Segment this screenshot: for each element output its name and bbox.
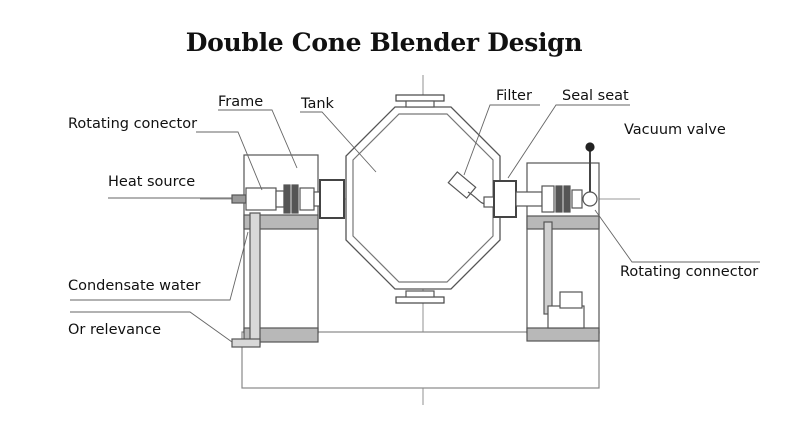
seal-seat	[493, 180, 517, 218]
heat-source-inlet	[231, 194, 247, 204]
tank-outer	[345, 106, 501, 290]
right-stand-motor	[547, 305, 585, 329]
diagram-title: Double Cone Blender Design	[185, 28, 583, 57]
leader-seal-seat	[507, 104, 630, 179]
left-stand-band-bottom	[243, 327, 319, 343]
label-condensate-water: Condensate water	[68, 278, 201, 294]
leader-rotating-conector	[196, 131, 263, 191]
right-stand-motor-top	[559, 291, 583, 309]
leader-tank	[300, 111, 377, 173]
right-stand-pipe	[543, 221, 553, 315]
label-or-relevance: Or relevance	[68, 322, 162, 338]
leader-filter	[463, 104, 540, 176]
right-stand-band-bottom	[526, 327, 600, 342]
label-vacuum-valve: Vacuum valve	[624, 122, 726, 138]
condensate-pipe	[249, 212, 261, 346]
label-seal-seat: Seal seat	[562, 88, 629, 104]
label-frame: Frame	[218, 94, 264, 110]
vacuum-valve-knob	[585, 142, 595, 152]
label-filter: Filter	[496, 88, 532, 104]
filter-body	[447, 171, 477, 199]
label-rotating-connector: Rotating connector	[620, 264, 759, 280]
vacuum-valve-body	[582, 191, 598, 207]
leader-rotating-connector	[594, 209, 760, 263]
left-flange	[319, 179, 345, 219]
label-rotating-conector: Rotating conector	[68, 116, 198, 132]
top-port	[395, 94, 445, 102]
leader-or-relevance	[70, 311, 233, 343]
label-tank: Tank	[301, 96, 334, 112]
condensate-outlet	[231, 338, 261, 348]
left-stand-band-top	[243, 214, 319, 230]
bottom-port	[395, 296, 445, 304]
leader-frame	[218, 109, 298, 169]
tank-inner	[352, 113, 494, 283]
leader-condensate-water	[70, 231, 249, 301]
rotating-connector-left	[245, 187, 277, 211]
label-heat-source: Heat source	[108, 174, 196, 190]
right-stand-band-top	[526, 215, 600, 230]
